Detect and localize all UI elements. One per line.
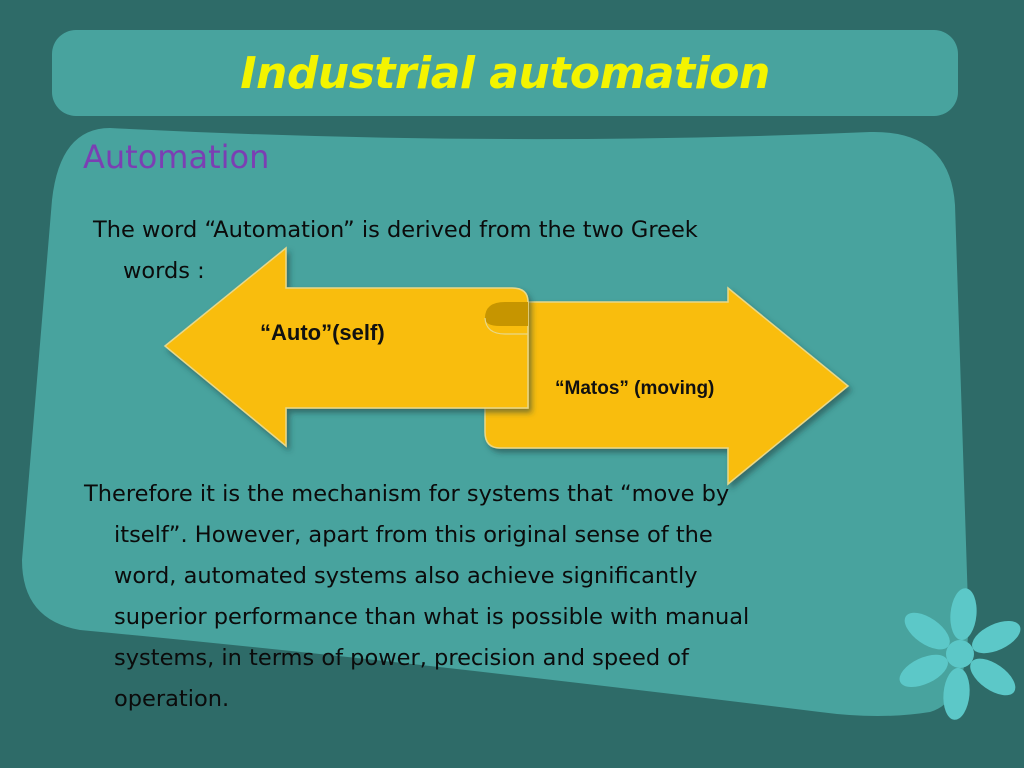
- intro-line-2: words :: [123, 258, 205, 284]
- body-line-3: word, automated systems also achieve sig…: [114, 563, 698, 589]
- flower-icon: [899, 588, 1021, 720]
- intro-line-1: The word “Automation” is derived from th…: [93, 217, 698, 243]
- matos-label: “Matos” (moving): [555, 378, 715, 399]
- slide-subtitle: Automation: [83, 138, 270, 176]
- body-line-4: superior performance than what is possib…: [114, 604, 750, 630]
- body-line-5: systems, in terms of power, precision an…: [114, 645, 689, 671]
- body-line-6: operation.: [114, 686, 230, 712]
- ribbon-fold: [485, 302, 528, 326]
- left-arrow-shape: [163, 246, 529, 448]
- body-paragraph: Therefore it is the mechanism for system…: [84, 474, 934, 720]
- title-bar: Industrial automation: [52, 30, 958, 116]
- body-line-2: itself”. However, apart from this origin…: [114, 522, 713, 548]
- body-line-1: Therefore it is the mechanism for system…: [84, 481, 730, 507]
- slide-title: Industrial automation: [240, 48, 770, 99]
- auto-label: “Auto”(self): [260, 320, 385, 345]
- intro-paragraph: The word “Automation” is derived from th…: [93, 210, 893, 292]
